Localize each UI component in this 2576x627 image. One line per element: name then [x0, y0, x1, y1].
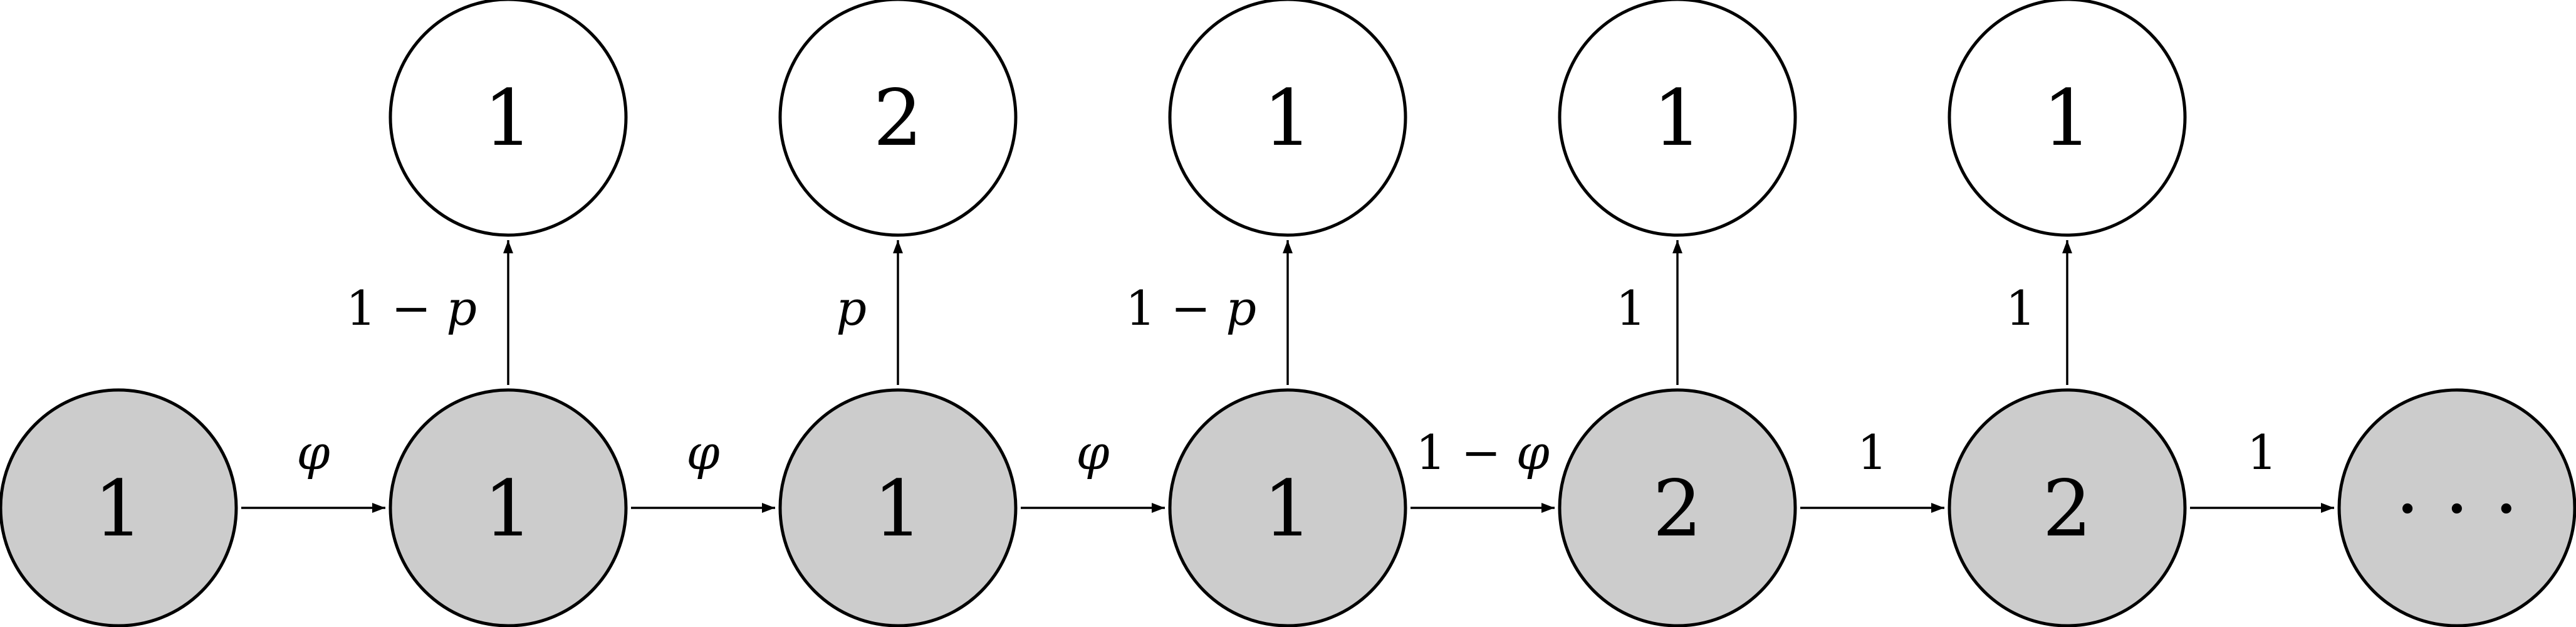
state-node-label: 1 — [94, 464, 143, 554]
edge-label-horizontal-part: φ — [296, 424, 330, 480]
state-node-circle — [2337, 388, 2576, 627]
edge-label-vertical: 1 − p — [1125, 280, 1256, 336]
state-node-top: 1 — [1558, 0, 1797, 237]
state-node-label: 2 — [2043, 464, 2092, 554]
state-node-circle — [388, 388, 628, 627]
state-node-top: 1 — [1168, 0, 1407, 237]
edge-label-horizontal: 1 — [1857, 424, 1887, 480]
state-node-bottom: 1 — [1168, 388, 1407, 627]
state-node-label: 1 — [873, 464, 923, 554]
edge-label-horizontal-part: 1 — [1857, 424, 1887, 480]
edge-label-vertical: p — [836, 280, 867, 336]
state-node-bottom: 1 — [778, 388, 1018, 627]
edge-label-horizontal: φ — [1076, 424, 1109, 480]
edge-label-horizontal: 1 — [2247, 424, 2277, 480]
edge-label-vertical-part: p — [446, 280, 477, 336]
state-node-bottom: 2 — [1948, 388, 2187, 627]
edge-label-horizontal: φ — [296, 424, 330, 480]
state-node-top: 1 — [388, 0, 628, 237]
edge-label-vertical-part: p — [836, 280, 867, 336]
state-node-bottom: 1 — [0, 388, 238, 627]
edge-label-horizontal-part: φ — [1516, 424, 1550, 480]
edge-label-vertical: 1 — [2006, 280, 2036, 336]
edge-label-horizontal: 1 − φ — [1416, 424, 1550, 480]
state-node-label: 1 — [484, 73, 533, 164]
edge-label-horizontal-part: 1 — [2247, 424, 2277, 480]
state-node-circle — [778, 0, 1018, 237]
state-node-top: 1 — [1948, 0, 2187, 237]
edge-label-horizontal: φ — [686, 424, 719, 480]
state-node-circle — [1558, 388, 1797, 627]
edge-label-vertical-part: 1 — [1616, 280, 1646, 336]
state-node-circle — [0, 388, 238, 627]
edge-label-vertical-part: 1 − — [1125, 280, 1226, 336]
state-node-circle — [1558, 0, 1797, 237]
edge-label-vertical-part: 1 − — [346, 280, 446, 336]
state-node-circle — [778, 388, 1018, 627]
state-node-circle — [1168, 0, 1407, 237]
edge-label-horizontal-part: φ — [686, 424, 719, 480]
state-node-bottom: 2 — [1558, 388, 1797, 627]
state-node-label: 2 — [1653, 464, 1703, 554]
state-node-label: 1 — [1263, 464, 1313, 554]
state-node-label: 2 — [873, 73, 923, 164]
state-node-label: · · · — [2395, 464, 2518, 554]
edge-label-vertical-part: 1 — [2006, 280, 2036, 336]
edge-label-horizontal-part: 1 − — [1416, 424, 1516, 480]
state-node-bottom: 1 — [388, 388, 628, 627]
edge-label-vertical: 1 − p — [346, 280, 477, 336]
state-node-label: 1 — [1263, 73, 1313, 164]
state-node-label: 1 — [1653, 73, 1703, 164]
state-node-circle — [388, 0, 628, 237]
state-node-label: 1 — [2043, 73, 2092, 164]
edges-layer — [241, 240, 2334, 513]
edge-label-vertical: 1 — [1616, 280, 1646, 336]
state-node-circle — [1948, 388, 2187, 627]
state-node-bottom: · · · — [2337, 388, 2576, 627]
state-node-circle — [1168, 388, 1407, 627]
edge-label-horizontal-part: φ — [1076, 424, 1109, 480]
edge-label-vertical-part: p — [1226, 280, 1256, 336]
state-node-label: 1 — [484, 464, 533, 554]
state-node-circle — [1948, 0, 2187, 237]
state-node-top: 2 — [778, 0, 1018, 237]
